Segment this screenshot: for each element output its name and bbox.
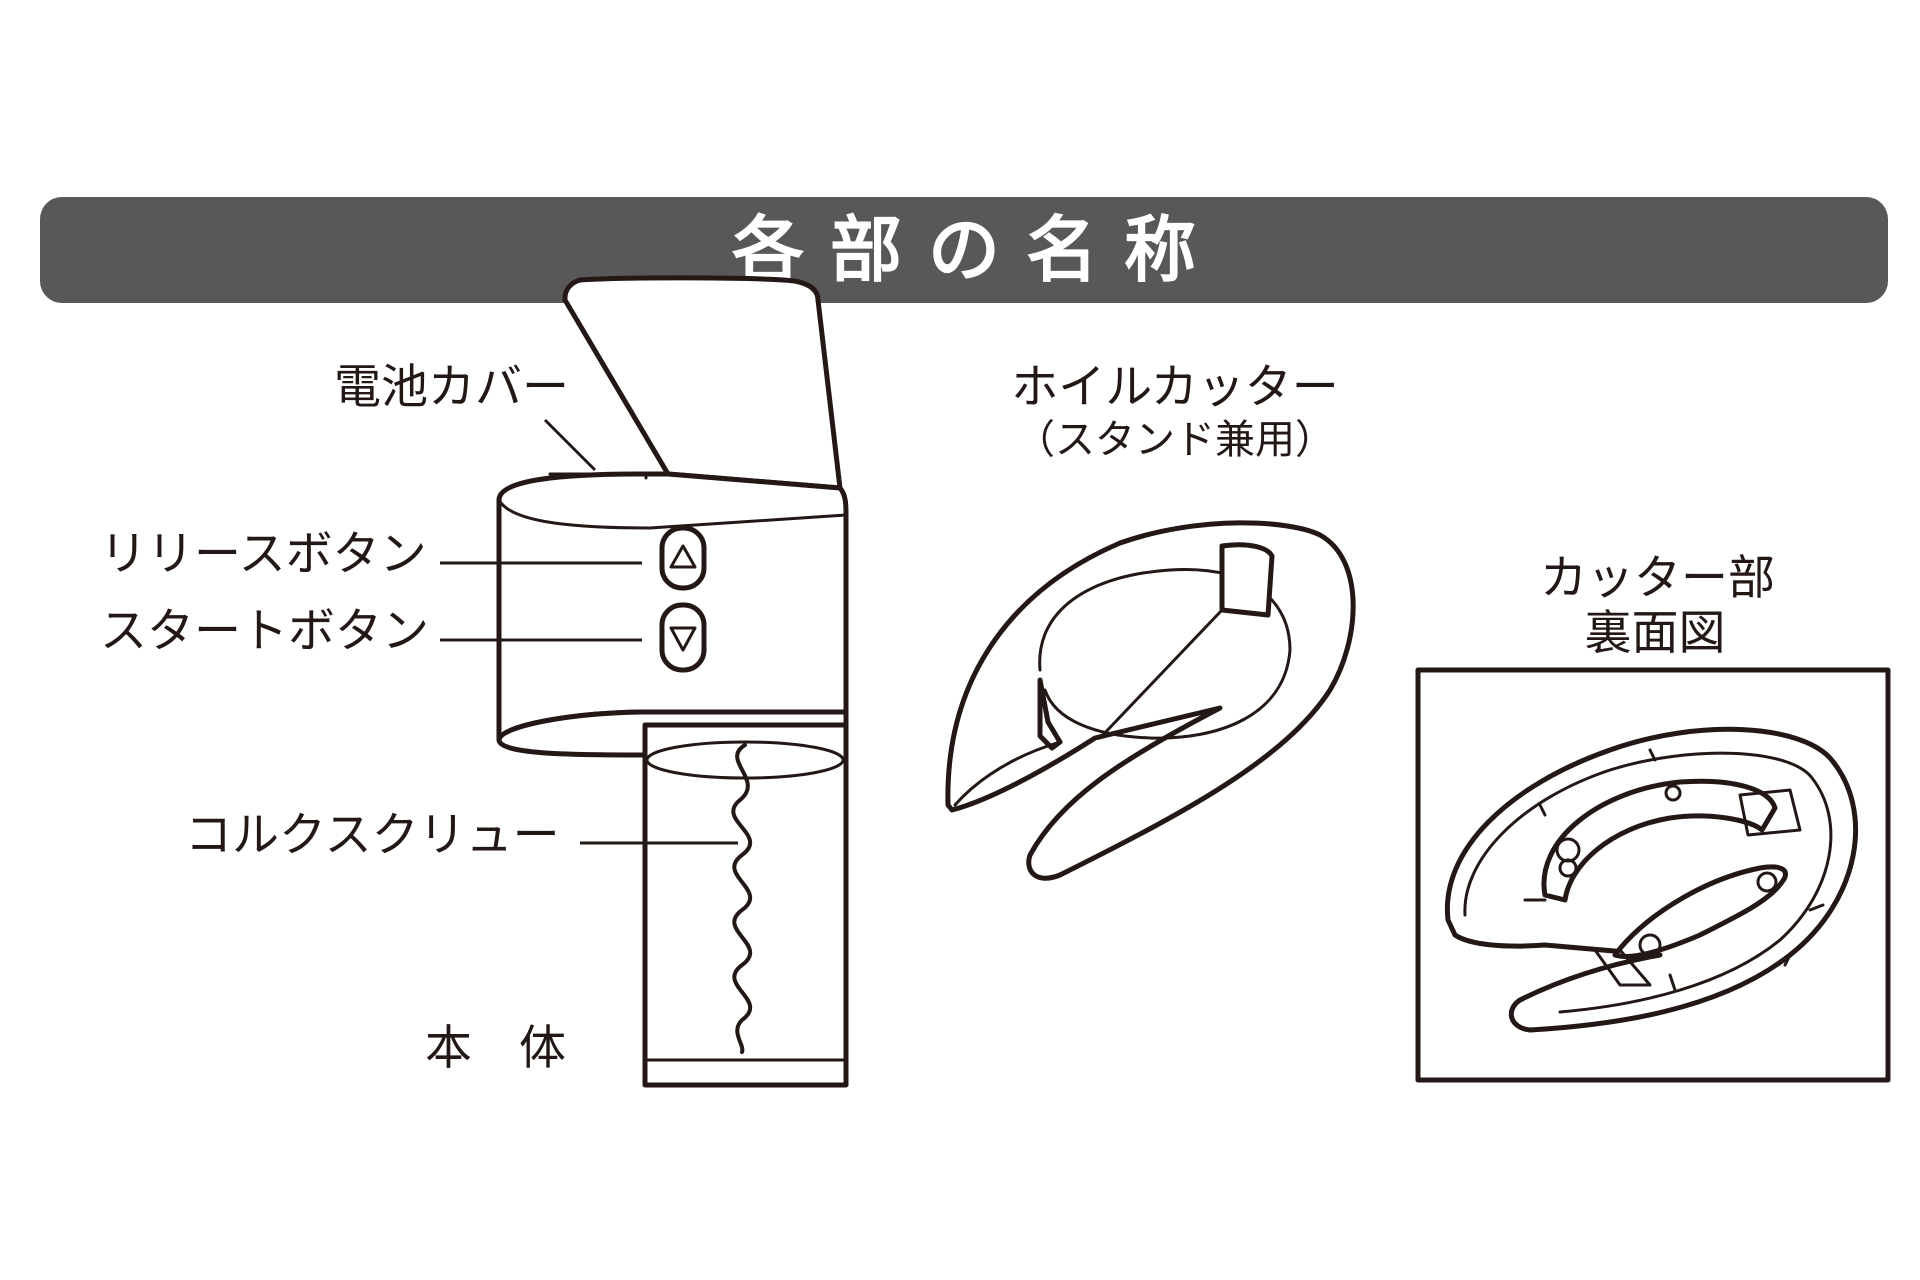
main-body-illustration bbox=[496, 275, 849, 1088]
triangle-up-icon bbox=[669, 544, 697, 569]
label-foil-cutter-note: （スタンド兼用） bbox=[1015, 417, 1335, 463]
rivet bbox=[1756, 871, 1778, 893]
label-back-view: 裏面図 bbox=[1584, 606, 1726, 661]
label-foil-cutter: ホイルカッター bbox=[1011, 360, 1339, 415]
back-view-inner-rim bbox=[1463, 751, 1833, 1014]
rivet bbox=[1558, 858, 1578, 878]
foil-cutter-outer bbox=[945, 520, 1356, 881]
foil-cutter-inner-ring bbox=[1038, 568, 1292, 740]
label-release-button: リリースボタン bbox=[100, 527, 427, 582]
rivet bbox=[1664, 784, 1682, 802]
label-start-button: スタートボタン bbox=[100, 604, 429, 659]
page-title: 各部の名称 bbox=[731, 208, 1222, 292]
leader-battery-cover bbox=[543, 418, 597, 472]
title-banner: 各部の名称 bbox=[40, 197, 1888, 303]
rivet bbox=[1638, 933, 1662, 957]
body-top-seam bbox=[497, 498, 848, 530]
release-button-shape[interactable] bbox=[659, 525, 707, 591]
foil-cutter-illustration bbox=[945, 520, 1356, 881]
label-battery-cover: 電池カバー bbox=[334, 360, 569, 415]
back-view-channel-upper bbox=[1541, 778, 1778, 903]
foil-cutter-blade-upper bbox=[1219, 542, 1275, 618]
cutter-back-view-illustration bbox=[1444, 726, 1859, 1033]
triangle-down-icon bbox=[669, 626, 697, 652]
battery-cover-top bbox=[562, 275, 843, 491]
start-button-shape[interactable] bbox=[659, 602, 707, 673]
label-body: 本 体 bbox=[425, 1021, 566, 1076]
corkscrew-spiral bbox=[731, 743, 753, 1054]
label-corkscrew: コルクスクリュー bbox=[185, 808, 560, 863]
label-cutter-part: カッター部 bbox=[1540, 551, 1775, 606]
back-view-channel-lower bbox=[1612, 864, 1788, 959]
foil-cutter-blade-lower bbox=[1037, 677, 1063, 751]
